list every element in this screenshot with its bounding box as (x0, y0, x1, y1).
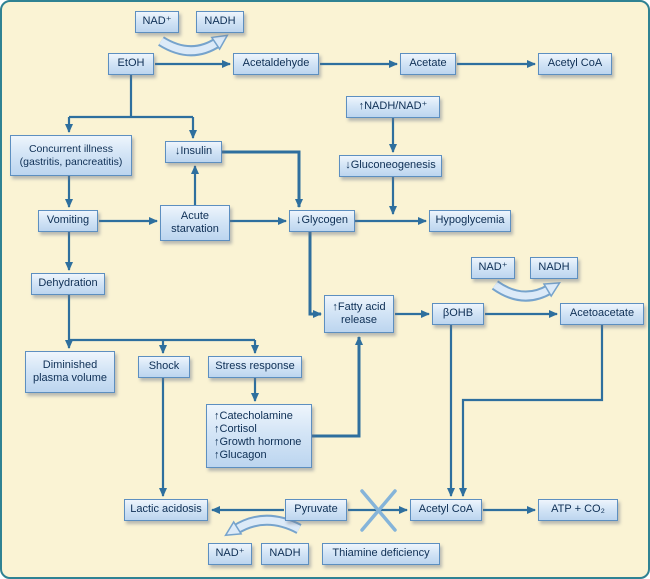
node-nadh-bottom: NADH (261, 543, 309, 565)
node-hypoglycemia: Hypoglycemia (429, 210, 511, 232)
node-concurrent-illness: Concurrent illness (gastritis, pancreati… (10, 135, 132, 176)
node-fatty-acid-release: ↑Fatty acid release (324, 295, 394, 333)
blocked-reaction-x-icon (360, 489, 397, 532)
node-acute-starvation: Acute starvation (160, 205, 230, 241)
node-acetate: Acetate (400, 53, 456, 75)
node-acetyl-coa-top: Acetyl CoA (538, 53, 612, 75)
node-acetyl-coa-bottom: Acetyl CoA (410, 499, 482, 521)
node-bohb: βOHB (432, 303, 484, 325)
node-acetaldehyde: Acetaldehyde (233, 53, 319, 75)
node-dehydration: Dehydration (31, 273, 105, 295)
node-stress-hormones: ↑Catecholamine ↑Cortisol ↑Growth hormone… (206, 404, 312, 468)
node-lactic-acidosis: Lactic acidosis (124, 499, 208, 521)
node-pyruvate: Pyruvate (285, 499, 347, 521)
node-stress-response: Stress response (208, 356, 302, 378)
nadh-nad-swoosh-bottom-icon (224, 514, 302, 537)
node-nadh-top: NADH (196, 11, 244, 33)
node-diminished-plasma-volume: Diminished plasma volume (25, 351, 115, 393)
node-low-glycogen: ↓Glycogen (289, 210, 355, 232)
node-vomiting: Vomiting (38, 210, 98, 232)
nad-nadh-swoosh-right-icon (491, 280, 562, 302)
node-nadh-nad-ratio: ↑NADH/NAD⁺ (346, 96, 440, 118)
node-atp-co2: ATP + CO₂ (538, 499, 618, 521)
node-nad-top-left: NAD⁺ (135, 11, 179, 33)
node-low-insulin: ↓Insulin (165, 141, 222, 163)
node-thiamine-deficiency: Thiamine deficiency (322, 543, 440, 565)
node-etoh: EtOH (108, 53, 154, 75)
node-low-gluconeogenesis: ↓Gluconeogenesis (339, 155, 442, 177)
node-nadh-mid: NADH (530, 257, 578, 279)
node-nad-bottom: NAD⁺ (208, 543, 252, 565)
node-shock: Shock (138, 356, 190, 378)
node-acetoacetate: Acetoacetate (560, 303, 644, 325)
flow-arrows (65, 60, 604, 514)
node-nad-mid: NAD⁺ (471, 257, 515, 279)
